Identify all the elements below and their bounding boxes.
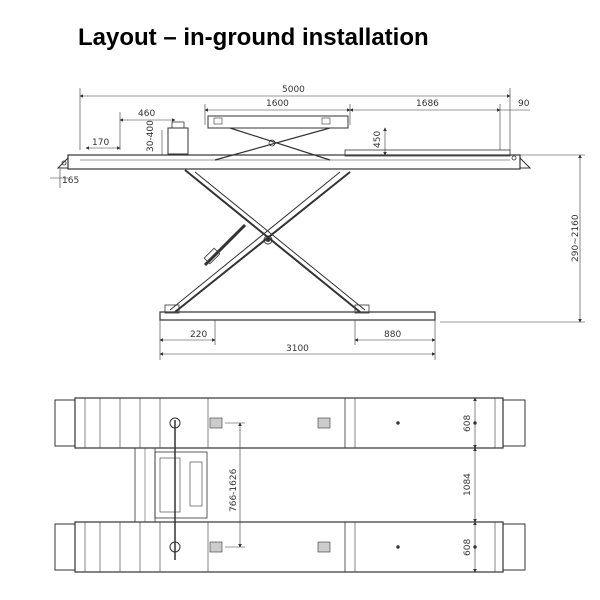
dim-extension: 1686 xyxy=(416,99,439,109)
dim-ramp-height: 165 xyxy=(62,176,79,186)
dim-jack-offset: 460 xyxy=(138,109,155,119)
dim-base-offset: 220 xyxy=(190,330,207,340)
base-frame xyxy=(159,311,436,321)
dim-lift-step: 450 xyxy=(373,131,383,148)
dim-base-length: 3100 xyxy=(286,344,309,354)
dim-ramp-length: 170 xyxy=(92,138,109,148)
top-platform xyxy=(207,115,349,129)
runway-top xyxy=(74,397,504,449)
page-title: Layout – in-ground installation xyxy=(78,24,429,51)
scissor-arm-a xyxy=(184,169,361,313)
dim-height-range: 290~2160 xyxy=(571,214,581,262)
dim-runway-width-bottom: 608 xyxy=(463,539,473,556)
dim-overall: 5000 xyxy=(282,85,305,95)
dim-inner-range: 766-1626 xyxy=(229,468,239,512)
dim-base-right: 880 xyxy=(384,330,401,340)
runway-bottom xyxy=(74,521,504,573)
dim-end-gap: 90 xyxy=(518,99,530,109)
dim-runway-width-top: 608 xyxy=(463,415,473,432)
scissor-arm-b xyxy=(174,171,351,313)
side-view xyxy=(50,88,585,360)
dim-track-gap: 1084 xyxy=(463,473,473,496)
top-view xyxy=(54,397,526,573)
runway-side xyxy=(67,154,521,170)
cross-frame xyxy=(154,451,208,519)
jack xyxy=(167,127,189,155)
dim-top-platform: 1600 xyxy=(266,99,289,109)
dim-jack-height: 30-400 xyxy=(146,120,156,152)
